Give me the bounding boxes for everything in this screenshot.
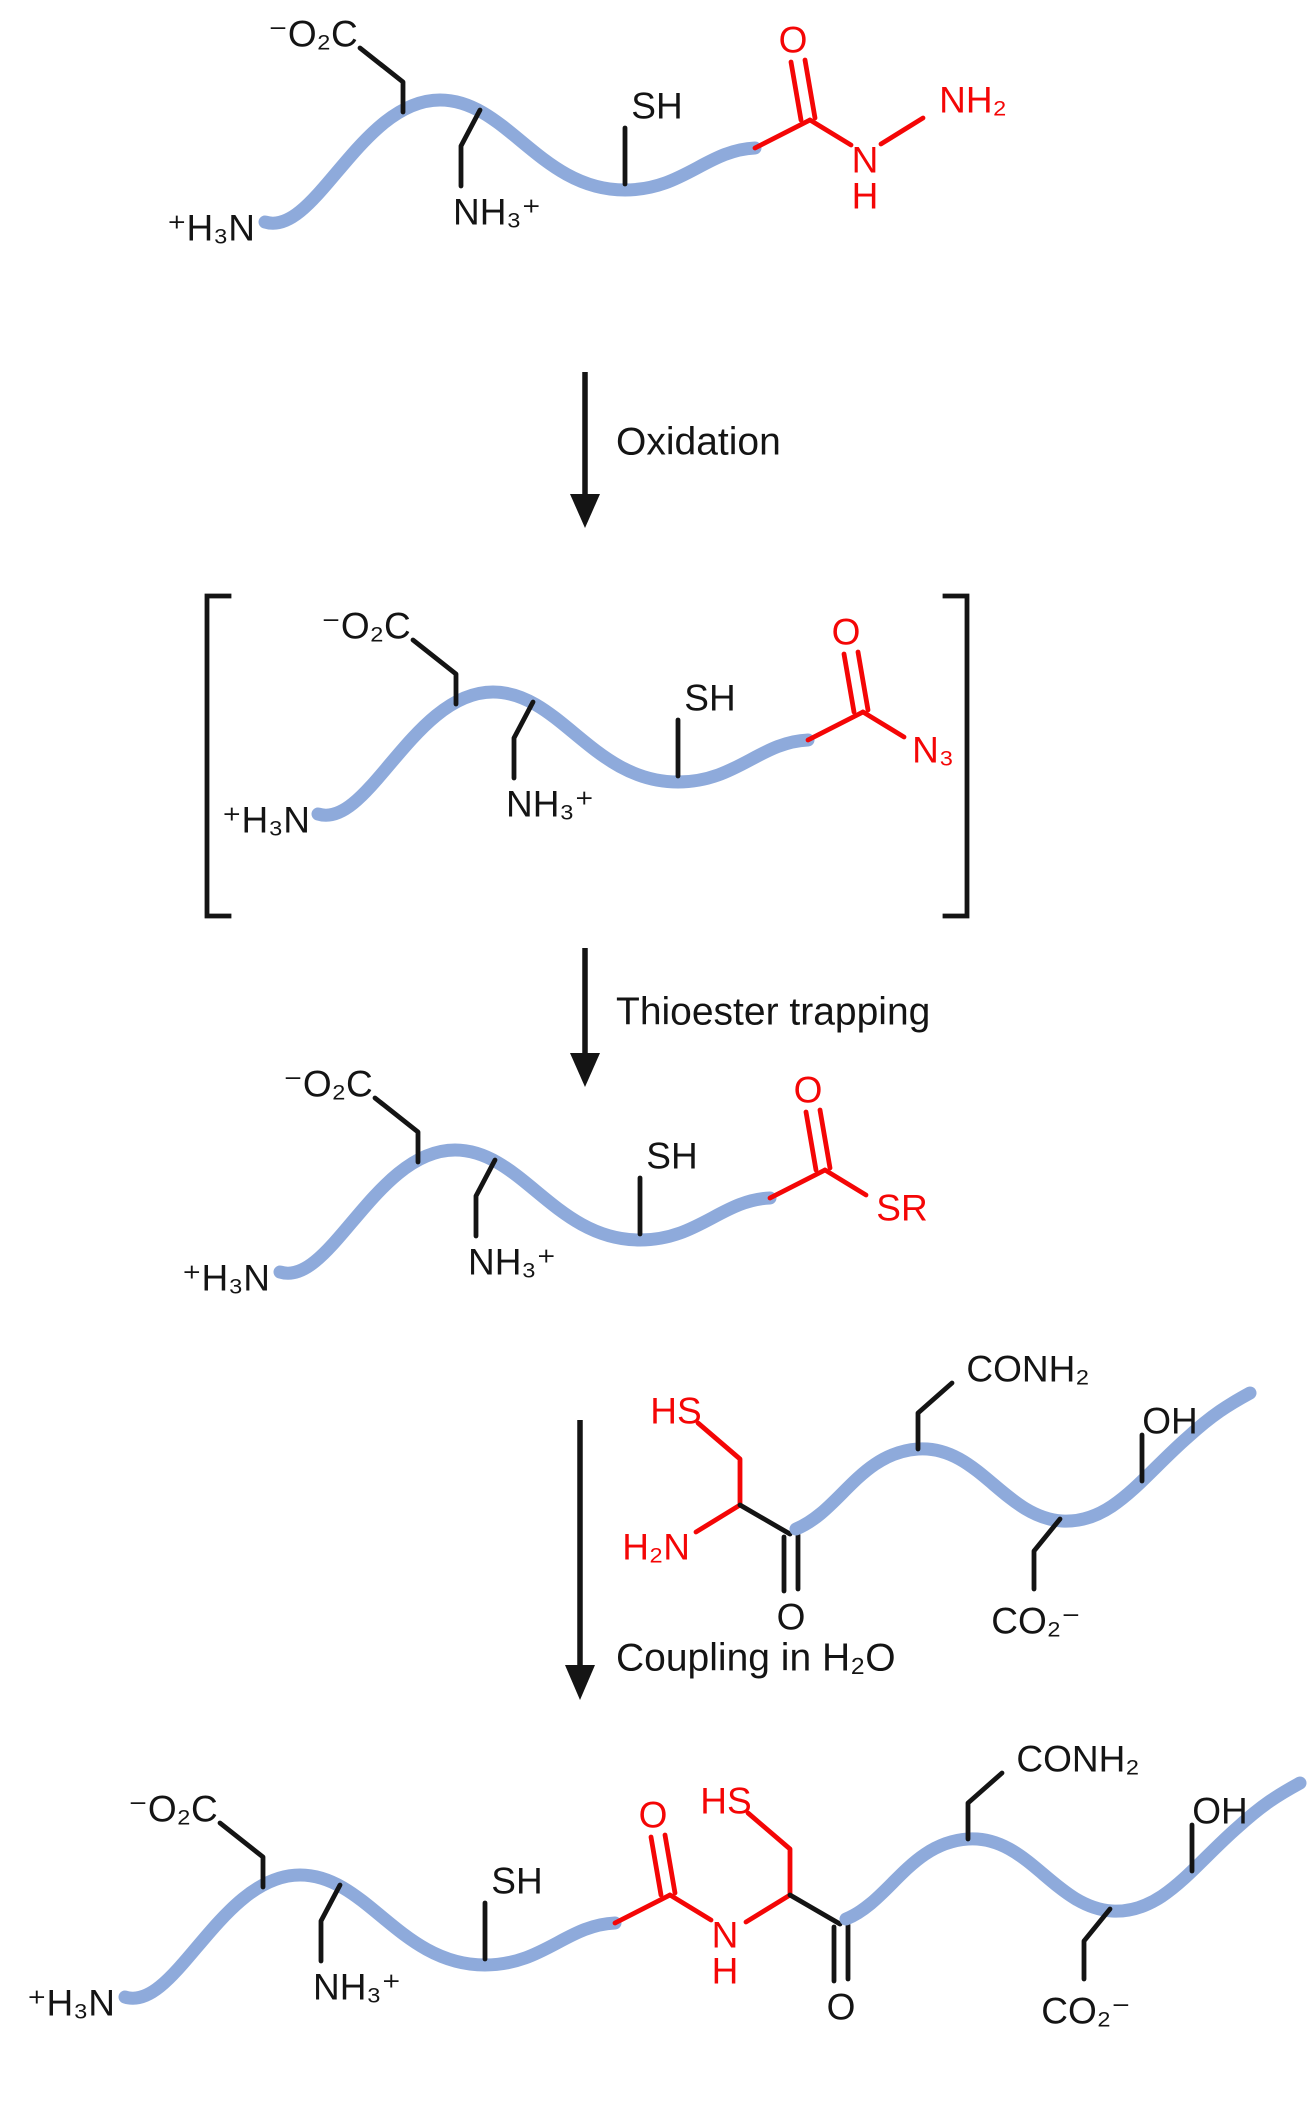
carboxylate-label: ⁻O₂C bbox=[128, 1789, 217, 1830]
oxidation-arrow: Oxidation bbox=[570, 372, 781, 528]
coupling-arrow: Coupling in H₂O bbox=[565, 1420, 896, 1700]
carbonyl-o-label: O bbox=[827, 1987, 856, 2028]
amide-sidechain-label: CONH₂ bbox=[966, 1349, 1089, 1390]
left-bracket bbox=[204, 593, 232, 919]
thiol-label: SH bbox=[684, 678, 735, 719]
thioester-trapping-arrow: Thioester trapping bbox=[570, 948, 930, 1087]
carboxylate-label: ⁻O₂C bbox=[283, 1064, 372, 1105]
product-cysteine-segment: HS O CONH₂ OH CO₂⁻ bbox=[700, 1739, 1300, 2032]
hydroxyl-label: OH bbox=[1142, 1401, 1198, 1442]
carboxylate-label: CO₂⁻ bbox=[1041, 1991, 1130, 2032]
thiol-label: SH bbox=[631, 86, 682, 127]
acyl-group bbox=[755, 60, 851, 148]
oxidation-arrow-label: Oxidation bbox=[616, 421, 781, 464]
arrowhead-icon bbox=[565, 1665, 595, 1700]
amide-n-label: N bbox=[712, 1915, 739, 1956]
cysteine-thiol-label: HS bbox=[650, 1391, 701, 1432]
azide-label: N₃ bbox=[912, 730, 954, 771]
carbonyl-o-label: O bbox=[794, 1070, 823, 1111]
amide-carbonyl-o-label: O bbox=[639, 1795, 668, 1836]
cysteine-amine-label: H₂N bbox=[622, 1527, 690, 1568]
ammonium-label: NH₃⁺ bbox=[468, 1242, 556, 1283]
carbonyl-o-label: O bbox=[777, 1597, 806, 1638]
carboxylate-label: ⁻O₂C bbox=[268, 14, 357, 55]
carbonyl-o-label: O bbox=[779, 20, 808, 61]
arrowhead-icon bbox=[570, 494, 600, 528]
carboxylate-label: CO₂⁻ bbox=[991, 1601, 1080, 1642]
hydrazide-n-n-bond bbox=[878, 115, 926, 147]
carbonyl-o-label: O bbox=[832, 612, 861, 653]
ammonium-label: NH₃⁺ bbox=[506, 784, 594, 825]
structure-ligated-product: ⁻O₂C ⁺H₃N NH₃⁺ SH O N H HS O CONH₂ OH CO… bbox=[27, 1739, 1300, 2032]
carboxylate-label: ⁻O₂C bbox=[321, 606, 410, 647]
thiol-label: SH bbox=[491, 1861, 542, 1902]
n-terminus-label: ⁺H₃N bbox=[182, 1258, 270, 1299]
structure-peptide-hydrazide: ⁻O₂C ⁺H₃N NH₃⁺ SH O N H NH₂ bbox=[167, 14, 1007, 249]
right-bracket bbox=[942, 593, 970, 919]
structure-acyl-azide-intermediate: ⁻O₂C ⁺H₃N NH₃⁺ SH O N₃ bbox=[222, 606, 954, 841]
n-terminus-label: ⁺H₃N bbox=[27, 1983, 115, 2024]
structure-peptide-thioester: ⁻O₂C ⁺H₃N NH₃⁺ SH O SR bbox=[182, 1064, 928, 1299]
ammonium-label: NH₃⁺ bbox=[313, 1967, 401, 2008]
amide-h-label: H bbox=[712, 1951, 739, 1992]
ammonium-label: NH₃⁺ bbox=[453, 192, 541, 233]
amide-sidechain-label: CONH₂ bbox=[1016, 1739, 1139, 1780]
acyl-group bbox=[615, 1835, 711, 1923]
thioester-sr-label: SR bbox=[876, 1188, 927, 1229]
arrowhead-icon bbox=[570, 1053, 600, 1087]
thiol-label: SH bbox=[646, 1136, 697, 1177]
hydrazide-n-label: N bbox=[852, 140, 879, 181]
hydrazide-nh2-label: NH₂ bbox=[939, 80, 1007, 121]
hydroxyl-label: OH bbox=[1192, 1791, 1248, 1832]
acyl-group bbox=[770, 1110, 866, 1198]
n-terminus-label: ⁺H₃N bbox=[222, 800, 310, 841]
structure-cysteine-peptide: HS H₂N O CONH₂ OH CO₂⁻ bbox=[622, 1349, 1250, 1642]
acyl-group bbox=[808, 652, 904, 740]
hydrazide-h-label: H bbox=[852, 176, 879, 217]
n-terminus-label: ⁺H₃N bbox=[167, 208, 255, 249]
coupling-arrow-label: Coupling in H₂O bbox=[616, 1637, 896, 1680]
cysteine-thiol-label: HS bbox=[700, 1781, 751, 1822]
thioester-trapping-arrow-label: Thioester trapping bbox=[616, 991, 930, 1034]
